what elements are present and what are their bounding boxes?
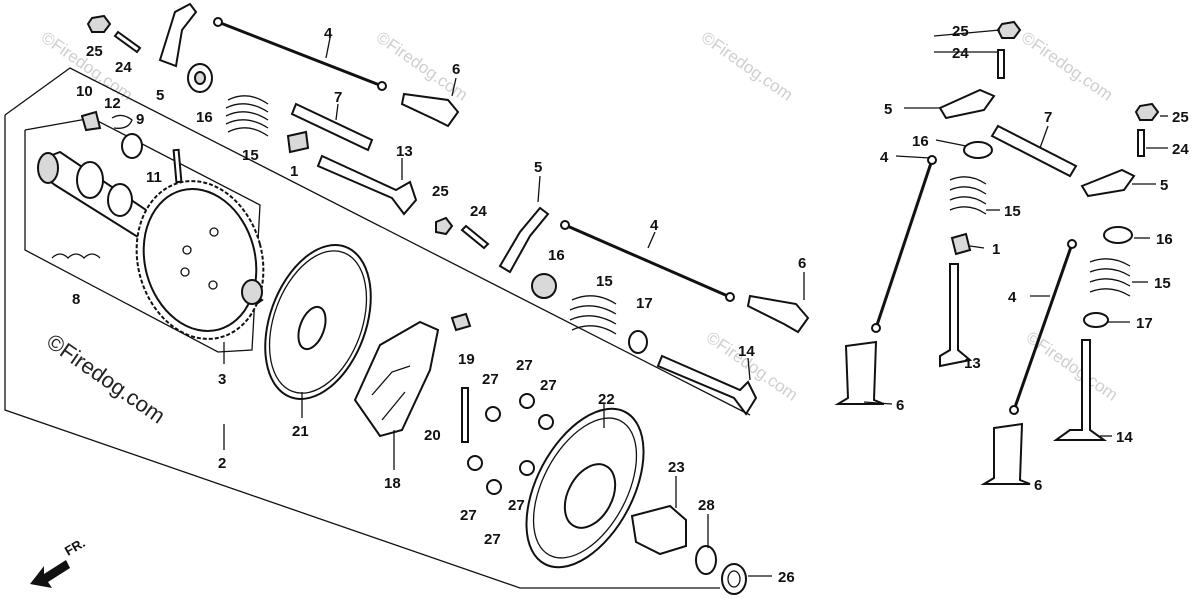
right-assembly [834, 20, 1160, 485]
callout-27: 27 [540, 377, 557, 394]
callout-22: 22 [598, 391, 615, 408]
washer-26 [721, 563, 747, 595]
callout-14-mid: 14 [738, 343, 755, 360]
callout-25-right: 25 [952, 23, 969, 40]
callout-16-far: 16 [1156, 231, 1173, 248]
callout-25-mid: 25 [432, 183, 449, 200]
callout-16: 16 [196, 109, 213, 126]
assembly-frame [4, 67, 751, 589]
callout-27: 27 [508, 497, 525, 514]
watermark: ©Firedog.com [698, 28, 797, 105]
callout-11: 11 [146, 169, 162, 186]
callout-13-right: 13 [964, 355, 981, 372]
callout-15-right: 15 [1004, 203, 1021, 220]
cam-gear [135, 180, 265, 340]
leader-lines [223, 29, 1168, 577]
spring-8 [51, 253, 101, 259]
front-indicator: FR. [30, 535, 88, 588]
callout-7: 7 [334, 89, 342, 106]
stud-part-24-top [113, 30, 142, 54]
callout-21: 21 [292, 423, 309, 440]
callout-17-mid: 17 [636, 295, 653, 312]
callout-5-far: 5 [1160, 177, 1168, 194]
callout-13: 13 [396, 143, 413, 160]
callout-27: 27 [460, 507, 477, 524]
callout-10: 10 [76, 83, 93, 100]
watermark-main: ©Firedog.com [42, 329, 170, 429]
callout-24-far: 24 [1172, 141, 1189, 158]
pin-20 [461, 387, 469, 443]
clip-19 [450, 312, 472, 332]
callout-14-right: 14 [1116, 429, 1133, 446]
callout-5-mid: 5 [534, 159, 542, 176]
discs [264, 244, 747, 595]
callout-26: 26 [778, 569, 795, 586]
pushrods-and-shafts [213, 17, 810, 416]
callout-4-right2: 4 [1008, 289, 1017, 306]
callout-12: 12 [104, 95, 121, 112]
callout-25-far: 25 [1172, 109, 1189, 126]
bushing-23 [630, 504, 687, 556]
callout-3: 3 [218, 371, 226, 388]
callout-1: 1 [290, 163, 298, 180]
callout-19: 19 [458, 351, 475, 368]
callout-9: 9 [136, 111, 144, 128]
callout-15-far: 15 [1154, 275, 1171, 292]
small-parts-middle [435, 206, 648, 354]
callout-16-mid: 16 [548, 247, 565, 264]
callout-6: 6 [452, 61, 460, 78]
callout-5: 5 [156, 87, 164, 104]
callout-18: 18 [384, 475, 401, 492]
shaft-7-left [290, 102, 374, 152]
callout-17-right: 17 [1136, 315, 1153, 332]
callout-8: 8 [72, 291, 80, 308]
callout-6-right2: 6 [1034, 477, 1042, 494]
callout-1-right: 1 [992, 241, 1000, 258]
callout-2: 2 [218, 455, 226, 472]
balls [467, 393, 554, 495]
spring-15-top [225, 95, 269, 137]
callout-27: 27 [484, 531, 501, 548]
callout-24: 24 [115, 59, 132, 76]
callout-6-right: 6 [896, 397, 904, 414]
callout-24-right: 24 [952, 45, 969, 62]
callout-27: 27 [516, 357, 533, 374]
nut-part-25-top [86, 14, 112, 33]
guide-6-left [400, 92, 460, 128]
callout-7-right: 7 [1044, 109, 1052, 126]
plate-18 [353, 320, 440, 438]
callout-20: 20 [424, 427, 441, 444]
front-arrow-icon [30, 560, 70, 588]
guide-6-mid [746, 294, 810, 334]
clip-28 [695, 545, 717, 575]
callout-16-right: 16 [912, 133, 929, 150]
watermark: ©Firedog.com [1018, 28, 1117, 105]
callout-4-right: 4 [880, 149, 889, 166]
callout-4-mid: 4 [650, 217, 659, 234]
front-label: FR. [62, 535, 88, 558]
callout-15-mid: 15 [596, 273, 613, 290]
clip-10 [80, 110, 102, 132]
seal-1-top [286, 130, 310, 154]
pin-11 [172, 148, 183, 184]
bearing-9 [121, 133, 143, 159]
rocker-arm-top [158, 2, 198, 68]
ring-12 [111, 114, 133, 129]
valve-13-left [316, 154, 418, 216]
callout-25: 25 [86, 43, 103, 60]
callout-23: 23 [668, 459, 685, 476]
callout-5-right: 5 [884, 101, 892, 118]
callouts: 25 24 5 16 4 7 6 15 1 13 10 12 9 11 8 3 … [72, 23, 1189, 586]
callout-4: 4 [324, 25, 333, 42]
callout-24-mid: 24 [470, 203, 487, 220]
small-parts-left [51, 2, 310, 259]
callout-27: 27 [482, 371, 499, 388]
valve-14-mid [656, 354, 758, 416]
callout-15: 15 [242, 147, 259, 164]
callout-28: 28 [698, 497, 715, 514]
callout-6-mid: 6 [798, 255, 806, 272]
